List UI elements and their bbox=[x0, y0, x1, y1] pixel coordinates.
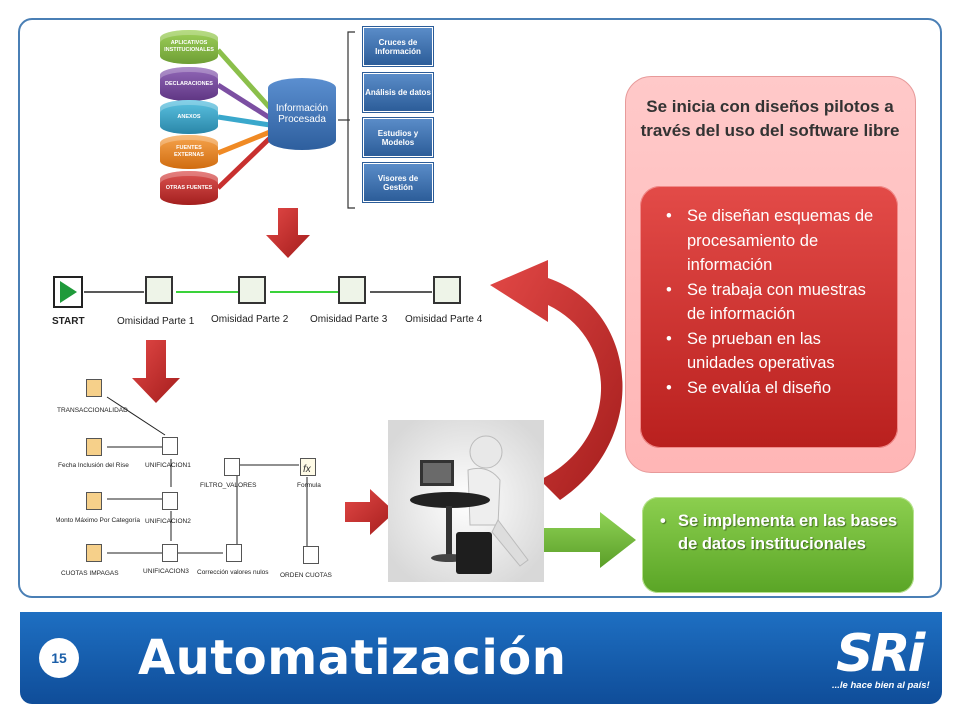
function-icon: fx bbox=[303, 464, 311, 475]
source-label: OTRAS FUENTES bbox=[165, 184, 213, 191]
flow-step-label: Omisidad Parte 1 bbox=[117, 316, 195, 327]
down-arrow-1 bbox=[266, 208, 310, 258]
input-node bbox=[86, 379, 102, 397]
central-label: Información Procesada bbox=[275, 103, 329, 125]
source-fuentes-externas: FUENTES EXTERNAS bbox=[160, 135, 218, 169]
right-arrow-green bbox=[542, 512, 636, 568]
null-fix-node bbox=[226, 544, 242, 562]
output-cruces: Cruces de Información bbox=[363, 27, 433, 66]
central-database: Información Procesada bbox=[268, 78, 336, 150]
logo-slogan: ...le hace bien al país! bbox=[832, 680, 930, 691]
flow-connectors bbox=[84, 291, 432, 293]
workflow-connectors bbox=[106, 396, 308, 554]
start-node bbox=[53, 276, 83, 308]
output-label: Visores de Gestión bbox=[377, 173, 419, 192]
merge-node bbox=[162, 544, 178, 562]
output-estudios: Estudios y Modelos bbox=[363, 118, 433, 157]
pilot-bullet: Se diseñan esquemas de procesamiento de … bbox=[666, 204, 884, 278]
flow-arrows bbox=[132, 208, 636, 568]
output-label: Análisis de datos bbox=[365, 88, 431, 97]
page-number-badge: 15 bbox=[39, 638, 79, 678]
pilot-title: Se inicia con diseños pilotos a través d… bbox=[640, 97, 900, 140]
source-anexos: ANEXOS bbox=[160, 100, 218, 134]
source-otras-fuentes: OTRAS FUENTES bbox=[160, 171, 218, 205]
implementation-list: Se implementa en las bases de datos inst… bbox=[660, 510, 910, 556]
footer-band bbox=[20, 612, 942, 704]
flow-node-1 bbox=[145, 276, 173, 304]
workflow-label: Fecha Inclusión del Rise bbox=[58, 462, 129, 469]
workflow-label: Corrección valores nulos bbox=[197, 569, 269, 576]
curved-return-arrow bbox=[490, 260, 623, 500]
source-label: DECLARACIONES bbox=[165, 80, 213, 87]
merge-node bbox=[162, 492, 178, 510]
workflow-label: ORDEN CUOTAS bbox=[280, 572, 332, 579]
flow-node-2 bbox=[238, 276, 266, 304]
output-visores: Visores de Gestión bbox=[363, 163, 433, 202]
formula-node: fx bbox=[300, 458, 316, 476]
pilot-bullet: Se evalúa el diseño bbox=[666, 376, 884, 401]
flow-step-label: Omisidad Parte 3 bbox=[310, 314, 388, 325]
workflow-label: CUOTAS IMPAGAS bbox=[61, 570, 119, 577]
right-arrow-red bbox=[345, 489, 395, 535]
workflow-label: UNIFICACION3 bbox=[143, 568, 189, 575]
filter-node bbox=[224, 458, 240, 476]
play-icon bbox=[60, 281, 77, 303]
flow-node-4 bbox=[433, 276, 461, 304]
implementation-text: Se implementa en las bases de datos inst… bbox=[660, 510, 910, 556]
flow-step-label: Omisidad Parte 2 bbox=[211, 314, 289, 325]
output-label: Cruces de Información bbox=[375, 37, 421, 56]
output-analisis: Análisis de datos bbox=[363, 73, 433, 112]
input-node bbox=[86, 438, 102, 456]
workflow-label: Monto Máximo Por Categoría bbox=[56, 517, 140, 524]
workflow-label: UNIFICACION2 bbox=[145, 518, 191, 525]
sort-node bbox=[303, 546, 319, 564]
slide-title: Automatización bbox=[138, 630, 567, 686]
source-aplicativos: APLICATIVOS INSTITUCIONALES bbox=[160, 30, 218, 64]
input-node bbox=[86, 492, 102, 510]
page-number: 15 bbox=[51, 650, 67, 666]
pilot-bullet: Se trabaja con muestras de información bbox=[666, 278, 884, 327]
output-label: Estudios y Modelos bbox=[377, 128, 419, 147]
merge-node bbox=[162, 437, 178, 455]
source-declaraciones: DECLARACIONES bbox=[160, 67, 218, 101]
workflow-label: TRANSACCIONALIDAD bbox=[57, 407, 128, 414]
pilot-bullet: Se prueban en las unidades operativas bbox=[666, 327, 884, 376]
flow-step-label: Omisidad Parte 4 bbox=[405, 314, 483, 325]
workflow-label: UNIFICACION1 bbox=[145, 462, 191, 469]
source-label: ANEXOS bbox=[177, 113, 201, 120]
person-laptop-illustration bbox=[388, 420, 544, 582]
workflow-label: Formula bbox=[297, 482, 321, 489]
down-arrow-2 bbox=[132, 340, 180, 403]
source-label: APLICATIVOS INSTITUCIONALES bbox=[164, 40, 214, 53]
input-node bbox=[86, 544, 102, 562]
workflow-label: FILTRO_VALORES bbox=[200, 482, 257, 489]
source-label: FUENTES EXTERNAS bbox=[174, 145, 204, 158]
connector-lines bbox=[216, 31, 355, 209]
sri-logo: SRi bbox=[836, 624, 925, 684]
pilot-bullet-list: Se diseñan esquemas de procesamiento de … bbox=[666, 204, 884, 400]
start-label: START bbox=[52, 316, 85, 327]
flow-node-3 bbox=[338, 276, 366, 304]
